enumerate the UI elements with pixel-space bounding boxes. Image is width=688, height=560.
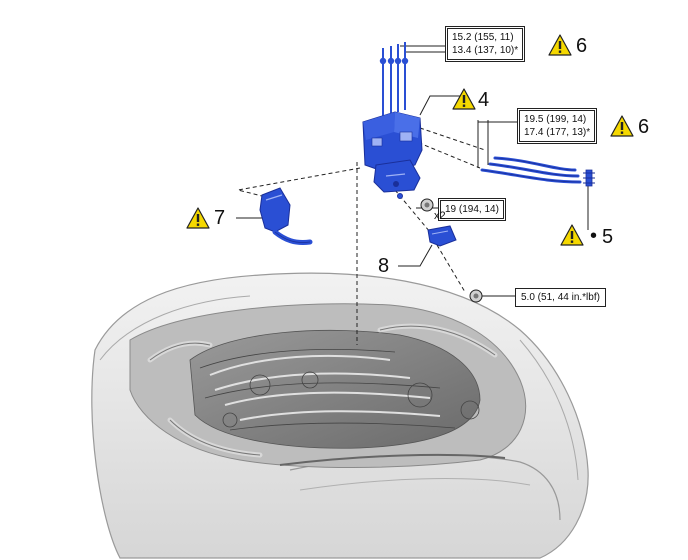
- torque-spec-value: 15.2 (155, 11): [452, 32, 514, 43]
- callout-bullet: •: [590, 225, 598, 247]
- callout-5: 5: [602, 226, 614, 248]
- warning-icon: [452, 88, 476, 110]
- callout-7: 7: [214, 207, 226, 229]
- callout-4: 4: [478, 89, 490, 111]
- callout-6-top: 6: [576, 35, 588, 57]
- torque-spec-value: 19 (194, 14): [445, 204, 499, 215]
- quantity-label: x2: [434, 210, 446, 222]
- warning-icon: [610, 115, 634, 137]
- callout-8: 8: [378, 255, 390, 277]
- bolt-icon: [420, 198, 434, 212]
- vehicle-engine-bay: [91, 272, 589, 559]
- brake-actuator-assembly: [362, 111, 423, 199]
- brake-line-fittings-top: [379, 42, 409, 118]
- nut-icon: [469, 289, 483, 303]
- torque-spec-6-top: 15.2 (155, 11) 13.4 (137, 10)*: [445, 26, 526, 62]
- warning-icon: [548, 34, 572, 56]
- clamp-part-5: [583, 169, 595, 187]
- brake-lines-right: [480, 156, 582, 184]
- torque-spec-value-alt: 13.4 (137, 10)*: [452, 45, 519, 56]
- torque-spec-value-alt: 17.4 (177, 13)*: [524, 127, 591, 138]
- torque-spec-value: 19.5 (199, 14): [524, 114, 587, 125]
- part-7-connector: [259, 187, 313, 245]
- part-8-bracket: [427, 225, 457, 247]
- warning-icon: [186, 207, 210, 229]
- callout-6-right: 6: [638, 116, 650, 138]
- warning-icon: [560, 224, 584, 246]
- torque-spec-value: 5.0 (51, 44 in.*lbf): [521, 292, 600, 303]
- torque-spec-6-right: 19.5 (199, 14) 17.4 (177, 13)*: [517, 108, 598, 144]
- torque-spec-bolt: 19 (194, 14): [438, 198, 506, 221]
- torque-spec-nut: 5.0 (51, 44 in.*lbf): [515, 288, 606, 307]
